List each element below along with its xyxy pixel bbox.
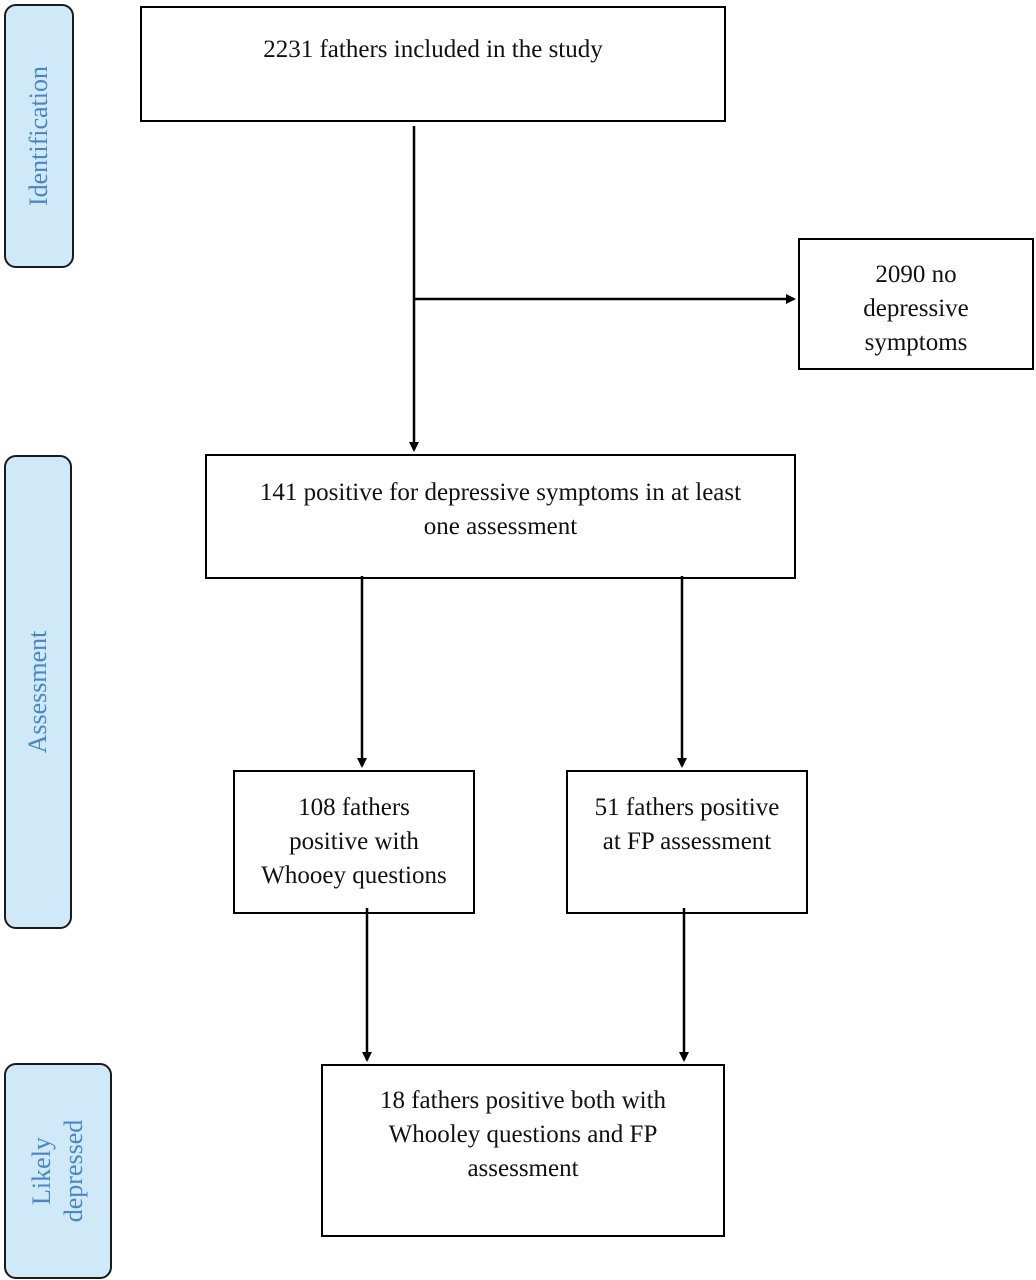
box-included: 2231 fathers included in the study — [140, 6, 726, 122]
box-whooley-line3: Whooey questions — [261, 862, 447, 889]
box-both-line1: 18 fathers positive both with — [379, 1087, 667, 1114]
box-fp-line1: 51 fathers positive — [594, 794, 780, 821]
box-positive-any: 141 positive for depressive symptoms in … — [205, 454, 796, 579]
box-positive-any-line1: 141 positive for depressive symptoms in … — [259, 479, 742, 506]
box-whooley: 108 fathers positive with Whooey questio… — [233, 770, 475, 914]
stage-identification: Identification — [4, 4, 74, 268]
box-included-text: 2231 fathers included in the study — [263, 36, 603, 63]
box-positive-any-line2: one assessment — [423, 513, 578, 540]
box-excluded-line2: depressive — [863, 295, 969, 322]
box-whooley-line1: 108 fathers — [298, 794, 410, 821]
box-excluded-line1: 2090 no — [875, 261, 957, 288]
box-both-line2: Whooley questions and FP — [388, 1121, 658, 1148]
box-fp-line2: at FP assessment — [602, 828, 772, 855]
stage-likely-depressed: Likely depressed — [4, 1063, 112, 1279]
box-fp: 51 fathers positive at FP assessment — [566, 770, 808, 914]
box-both: 18 fathers positive both with Whooley qu… — [321, 1064, 725, 1237]
box-excluded: 2090 no depressive symptoms — [798, 238, 1034, 370]
stage-assessment: Assessment — [4, 455, 72, 929]
box-whooley-line2: positive with — [289, 828, 419, 855]
box-excluded-line3: symptoms — [864, 329, 968, 356]
box-both-line3: assessment — [467, 1155, 579, 1182]
